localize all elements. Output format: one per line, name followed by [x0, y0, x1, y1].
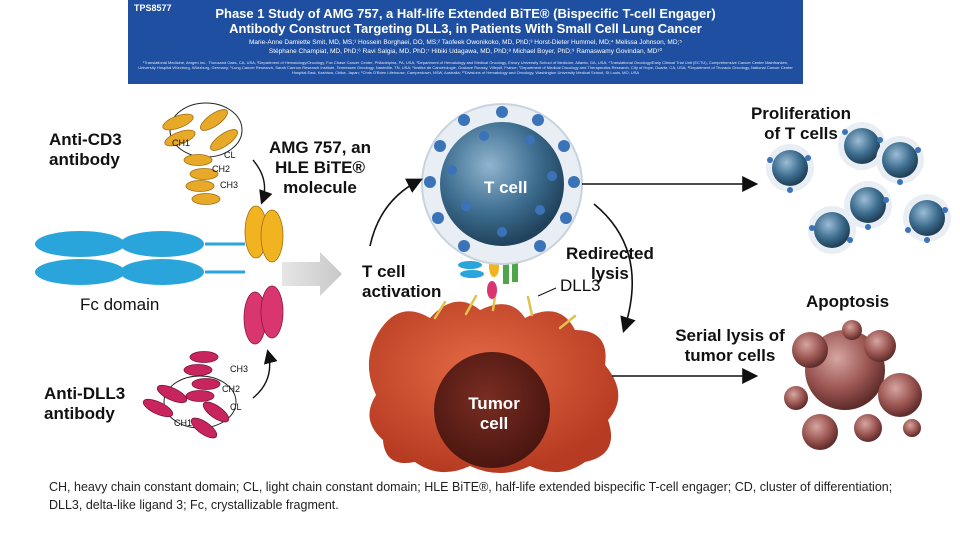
footnote-line-2: DLL3, delta-like ligand 3; Fc, crystalli… — [49, 498, 339, 512]
t-cell-icon — [421, 103, 583, 265]
anti-cd3-label: Anti-CD3 antibody — [49, 130, 122, 169]
ch1-label-bottom: CH1 — [174, 418, 193, 428]
affiliations: ¹Translational Medicine, Amgen Inc., Tho… — [138, 60, 793, 75]
poster-code: TPS8577 — [134, 3, 172, 13]
poster-title-line-2: Antibody Construct Targeting DLL3, in Pa… — [229, 21, 702, 36]
authors-line-2: Stéphane Champiat, MD, PhD;⁶ Ravi Salgia… — [268, 48, 663, 55]
arrow-cd3-to-bite — [252, 159, 273, 205]
anti-cd3-antibody-icon — [162, 102, 243, 205]
dll3-pointer-line — [537, 287, 557, 297]
anti-dll3-label: Anti-DLL3 antibody — [44, 384, 126, 423]
fc-domain-icon — [35, 231, 204, 285]
ch3-label-bottom: CH3 — [230, 364, 249, 374]
fc-domain-label: Fc domain — [80, 295, 160, 314]
redirected-lysis-label: Redirected lysis — [566, 244, 654, 283]
cl-label-top: CL — [224, 150, 236, 160]
arrow-t-cell-activation — [369, 178, 423, 247]
ch1-label-top: CH1 — [172, 138, 191, 148]
authors-line-1: Marie-Anne Damiette Smit, MD, MS;¹ Hosse… — [248, 39, 683, 46]
arrow-redirected-lysis — [593, 203, 636, 334]
anti-dll3-antibody-icon — [142, 351, 237, 439]
dll3-receptor-icons — [433, 294, 577, 330]
bite-molecule-icon — [205, 205, 284, 345]
footnote-line-1: CH, heavy chain constant domain; CL, lig… — [49, 480, 893, 494]
dll3-label: DLL3 — [560, 276, 601, 295]
poster-title-line-1: Phase 1 Study of AMG 757, a Half-life Ex… — [215, 6, 716, 21]
t-cell-label: T cell — [484, 178, 528, 197]
arrow-dll3-to-bite — [252, 349, 278, 399]
cl-label-bottom: CL — [230, 402, 242, 412]
tumor-cell-label: Tumor cell — [468, 394, 520, 433]
tumor-cell-icon — [368, 301, 619, 473]
proliferation-label: Proliferation of T cells — [750, 104, 852, 143]
ch3-label-top: CH3 — [220, 180, 239, 190]
footnote: CH, heavy chain constant domain; CL, lig… — [49, 478, 929, 514]
proliferating-t-cells-icon — [766, 122, 951, 254]
serial-lysis-label: Serial lysis of tumor cells — [675, 326, 785, 365]
t-cell-activation-label: T cell activation — [362, 262, 442, 301]
ch2-label-bottom: CH2 — [222, 384, 241, 394]
amg757-label: AMG 757, an HLE BiTE® molecule — [268, 138, 372, 197]
poster-header-banner: TPS8577 Phase 1 Study of AMG 757, a Half… — [128, 0, 803, 84]
apoptosis-cells-icon — [784, 320, 922, 450]
grey-flow-arrow — [282, 252, 342, 296]
apoptosis-label: Apoptosis — [806, 292, 890, 311]
ch2-label-top: CH2 — [212, 164, 231, 174]
